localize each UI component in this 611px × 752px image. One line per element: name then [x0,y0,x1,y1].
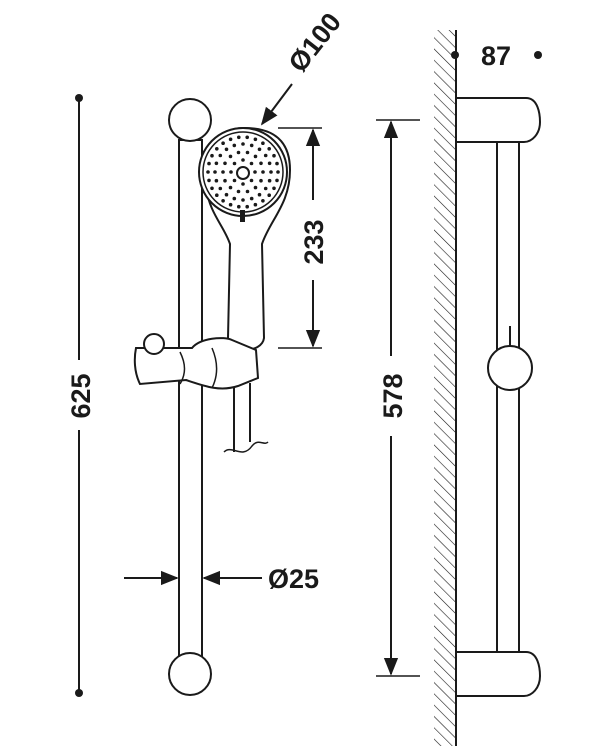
nozzle-dot [263,186,268,191]
nozzle-dot [253,185,258,190]
nozzle-dot [261,141,265,145]
nozzle-dot [259,161,263,166]
head-to-slider-label: 233 [299,219,329,264]
nozzle-dot [223,161,227,166]
bar-length-label: 578 [378,373,408,418]
nozzle-dot [223,178,227,183]
nozzle-dot [228,185,233,190]
side-rail [496,141,520,653]
nozzle-dot [253,154,258,159]
nozzle-dot [224,147,229,152]
nozzle-dot [237,135,241,140]
nozzle-dot [241,142,245,146]
nozzle-dot [275,178,279,183]
nozzle-dot [257,147,262,152]
nozzle-dot [214,161,219,166]
nozzle-dot [253,202,258,207]
nozzle-dot [228,154,233,159]
nozzle-dot [214,178,219,183]
nozzle-dot [269,170,273,174]
nozzle-dot [210,186,214,191]
nozzle-dot [237,204,241,209]
nozzle-dot [218,153,223,158]
nozzle-dot [253,137,258,142]
nozzle-dot [276,170,280,174]
bar-diameter-dimension: Ø25 [124,564,319,594]
total-height-label: 625 [66,373,96,418]
head-diameter-dimension: Ø100 [260,7,347,126]
nozzle-dot [259,178,263,183]
nozzle-dot [215,193,219,197]
nozzle-dot [236,189,241,194]
nozzle-dot [232,161,237,166]
nozzle-dot [275,161,279,166]
nozzle-dot [221,199,225,203]
nozzle-dot [232,178,237,183]
nozzle-dot [236,150,241,155]
wall-projection-dimension: 87 [451,41,542,71]
nozzle-dot [229,170,233,174]
side-slider [487,326,533,391]
slide-rail [168,98,212,696]
nozzle-dot [267,161,272,166]
side-view: 87 578 [376,30,542,746]
nozzle-dot [210,153,214,158]
nozzle-dot [272,186,276,191]
nozzle-dot [245,189,250,194]
nozzle-dot [245,135,249,140]
nozzle-dot [257,192,262,197]
nozzle-dot [267,178,272,183]
nozzle-dot [206,170,210,174]
nozzle-dot [207,178,211,183]
nozzle-dot [261,199,265,203]
nozzle-dot [241,182,245,186]
top-wall-bracket [455,97,542,143]
nozzle-dot [207,161,211,166]
nozzle-dot [263,153,268,158]
nozzle-dot [241,198,245,202]
bottom-wall-bracket [455,651,542,697]
nozzle-dot [245,150,250,155]
slider-bracket [133,333,260,390]
head-to-slider-dimension: 233 [278,127,329,349]
nozzle-dot [272,153,276,158]
total-height-dimension: 625 [66,94,96,697]
nozzle-dot [267,147,272,151]
nozzle-pattern [206,135,280,209]
nozzle-dot [221,141,225,145]
wall-projection-label: 87 [481,41,511,71]
nozzle-dot [215,147,219,151]
nozzle-dot [232,143,237,148]
hand-shower [198,126,292,351]
hose [223,383,269,453]
nozzle-dot [249,178,254,183]
nozzle-dot [249,196,254,201]
nozzle-dot [228,202,233,207]
nozzle-dot [218,186,223,191]
nozzle-dot [213,170,217,174]
nozzle-dot [241,158,245,162]
front-view: 625 [66,7,347,697]
head-diameter-label: Ø100 [283,7,347,78]
nozzle-dot [261,170,265,174]
nozzle-dot [232,196,237,201]
wall-section [434,30,457,746]
nozzle-dot [249,161,254,166]
nozzle-dot [221,170,225,174]
bar-diameter-label: Ø25 [268,564,319,594]
nozzle-dot [224,192,229,197]
nozzle-dot [228,137,233,142]
nozzle-dot [249,143,254,148]
nozzle-dot [245,204,249,209]
bar-length-dimension: 578 [376,119,420,677]
nozzle-dot [267,193,272,197]
nozzle-dot [253,170,257,174]
